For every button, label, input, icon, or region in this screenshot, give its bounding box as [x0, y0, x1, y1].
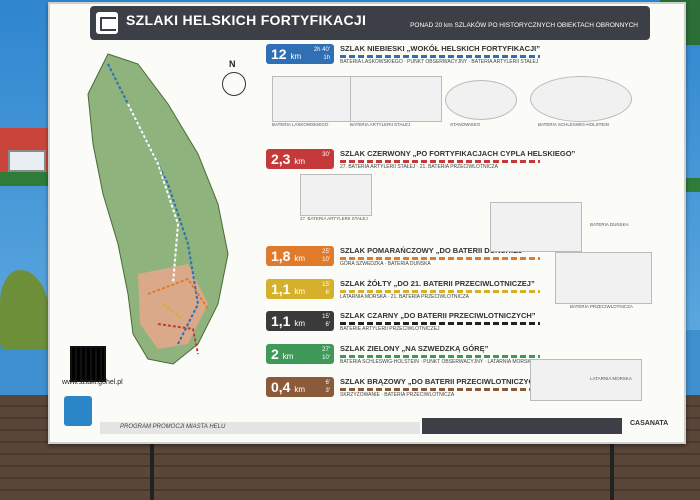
peninsula-map	[87, 53, 229, 365]
trail-km-unit: km	[294, 287, 306, 296]
trail-stops: BATERIA LASKOWSKIEGO · PUNKT OBSERWACYJN…	[340, 59, 539, 65]
trail-km-unit: km	[294, 319, 306, 328]
trail-distance: 2 km	[271, 346, 293, 362]
trail-distance: 1,1 km	[271, 281, 305, 297]
red-route	[157, 323, 199, 355]
board-title: SZLAKI HELSKICH FORTYFIKACJI	[126, 12, 367, 28]
trail-title: SZLAK BRĄZOWY „DO BATERII PRZECIWLOTNICZ…	[340, 377, 544, 386]
illustration-1	[272, 76, 354, 122]
trail-stops: GÓRA SZWEDZKA · BATERIA DUŃSKA	[340, 261, 431, 267]
trail-line	[340, 160, 540, 163]
trail-distance: 2,3 km	[271, 151, 305, 167]
trail-title: SZLAK CZARNY „DO BATERII PRZECIWLOTNICZY…	[340, 311, 536, 320]
white-route	[127, 103, 180, 285]
compass-icon	[222, 72, 246, 96]
roof-window	[8, 150, 46, 172]
trail-distance: 1,8 km	[271, 248, 305, 264]
trail-stops: BATERIE ARTYLERII PRZECIWLOTNICZEJ	[340, 326, 440, 332]
trail-distance: 0,4 km	[271, 379, 305, 395]
trail-time: 6' 3'	[325, 380, 330, 394]
illustration-6	[490, 202, 582, 252]
trail-km-unit: km	[294, 254, 306, 263]
trail-distance: 1,1 km	[271, 313, 305, 329]
trail-time: 30'	[322, 152, 330, 158]
trail-km-value: 0,4	[271, 379, 291, 395]
brand-label: CASANATA	[630, 420, 669, 427]
green-railing-left	[0, 172, 60, 186]
trail-line	[340, 322, 540, 325]
trail-km-value: 1,1	[271, 313, 291, 329]
board-header: SZLAKI HELSKICH FORTYFIKACJI PONAD 20 km…	[90, 6, 650, 40]
trail-km-value: 1,8	[271, 248, 291, 264]
trail-line	[340, 290, 540, 293]
trail-km-value: 12	[271, 46, 287, 62]
trail-km-unit: km	[290, 52, 302, 61]
illustration-caption-4: BATERIA SCHLESWIG-HOLSTEIN	[538, 122, 609, 127]
information-board: SZLAKI HELSKICH FORTYFIKACJI PONAD 20 km…	[48, 2, 686, 444]
trail-km-value: 2	[271, 346, 279, 362]
trail-distance-badge: 2,3 km 30'	[266, 149, 334, 169]
trail-title: SZLAK ŻÓŁTY „DO 21. BATERII PRZECIWLOTNI…	[340, 279, 535, 288]
illustration-caption-2: BATERIA ARTYLERII STAŁEJ	[350, 122, 411, 127]
trail-distance-badge: 1,1 km 15' 6'	[266, 279, 334, 299]
trail-stops: BATERIA SCHLESWIG-HOLSTEIN · PUNKT OBSER…	[340, 359, 535, 365]
trail-line	[340, 355, 540, 358]
footer-bar	[100, 422, 420, 434]
trail-title: SZLAK CZERWONY „PO FORTYFIKACJACH CYPLA …	[340, 149, 576, 158]
trail-time: 25' 10'	[322, 249, 330, 263]
orange-route	[147, 277, 209, 310]
illustration-caption-6: BATERIA DUŃSKA	[590, 222, 629, 227]
illustration-7	[555, 252, 652, 304]
illustration-3	[445, 80, 517, 120]
trail-line	[340, 55, 540, 58]
sign-post-right	[610, 440, 614, 500]
illustration-8	[530, 359, 642, 401]
board-subtitle: PONAD 20 km SZLAKÓW PO HISTORYCZNYCH OBI…	[410, 22, 638, 29]
compass-north: N	[229, 59, 236, 69]
trail-stops: 27. BATERIA ARTYLERII STAŁEJ · 21. BATER…	[340, 164, 499, 170]
trail-km-unit: km	[294, 385, 306, 394]
illustration-4	[530, 76, 632, 122]
trail-title: SZLAK POMARAŃCZOWY „DO BATERII DUŃSKIEJ”	[340, 246, 526, 255]
trail-km-value: 1,1	[271, 281, 291, 297]
footer-dark-bar	[422, 418, 622, 434]
trail-line	[340, 257, 540, 260]
trail-distance-badge: 1,1 km 15' 6'	[266, 311, 334, 331]
trail-distance-badge: 1,8 km 25' 10'	[266, 246, 334, 266]
sign-post-left	[150, 440, 154, 500]
hel-logo-icon	[64, 396, 92, 426]
trail-title: SZLAK NIEBIESKI „WOKÓŁ HELSKICH FORTYFIK…	[340, 44, 541, 53]
illustration-caption-8: LATARNIA MORSKA	[590, 376, 632, 381]
trail-km-unit: km	[294, 157, 306, 166]
trail-distance-badge: 2 km 27' 10'	[266, 344, 334, 364]
trail-stops: SKRZYŻOWANIE · BATERIA PRZECIWLOTNICZA	[340, 392, 455, 398]
trail-time: 15' 6'	[322, 314, 330, 328]
trail-distance: 12 km	[271, 46, 301, 62]
illustration-2	[350, 76, 442, 122]
trail-stops: LATARNIA MORSKA · 21. BATERIA PRZECIWLOT…	[340, 294, 469, 300]
illustration-caption-7: BATERIA PRZECIWLOTNICZA	[570, 304, 633, 309]
qr-code-icon	[70, 346, 106, 382]
trail-time: 27' 10'	[322, 347, 330, 361]
yellow-route	[162, 303, 184, 320]
trail-time: 2h 40' 1h	[313, 47, 330, 61]
trail-time: 15' 6'	[322, 282, 330, 296]
trail-distance-badge: 12 km 2h 40' 1h	[266, 44, 334, 64]
footer-text: PROGRAM PROMOCJI MIASTA HELU	[120, 424, 226, 430]
trail-line	[340, 388, 540, 391]
trail-km-value: 2,3	[271, 151, 291, 167]
illustration-caption-1: BATERIA LASKOWSKIEGO	[272, 122, 329, 127]
logo-icon	[96, 12, 118, 34]
illustration-5	[300, 174, 372, 216]
trail-km-unit: km	[282, 352, 294, 361]
illustration-caption-5: 27. BATERIA ARTYLERII STAŁEJ	[300, 216, 368, 221]
trail-distance-badge: 0,4 km 6' 3'	[266, 377, 334, 397]
website-url: www.szlaki.gohel.pl	[62, 379, 123, 386]
trail-title: SZLAK ZIELONY „NA SZWEDZKĄ GÓRĘ”	[340, 344, 489, 353]
illustration-caption-3: STANOWISKO	[450, 122, 481, 127]
